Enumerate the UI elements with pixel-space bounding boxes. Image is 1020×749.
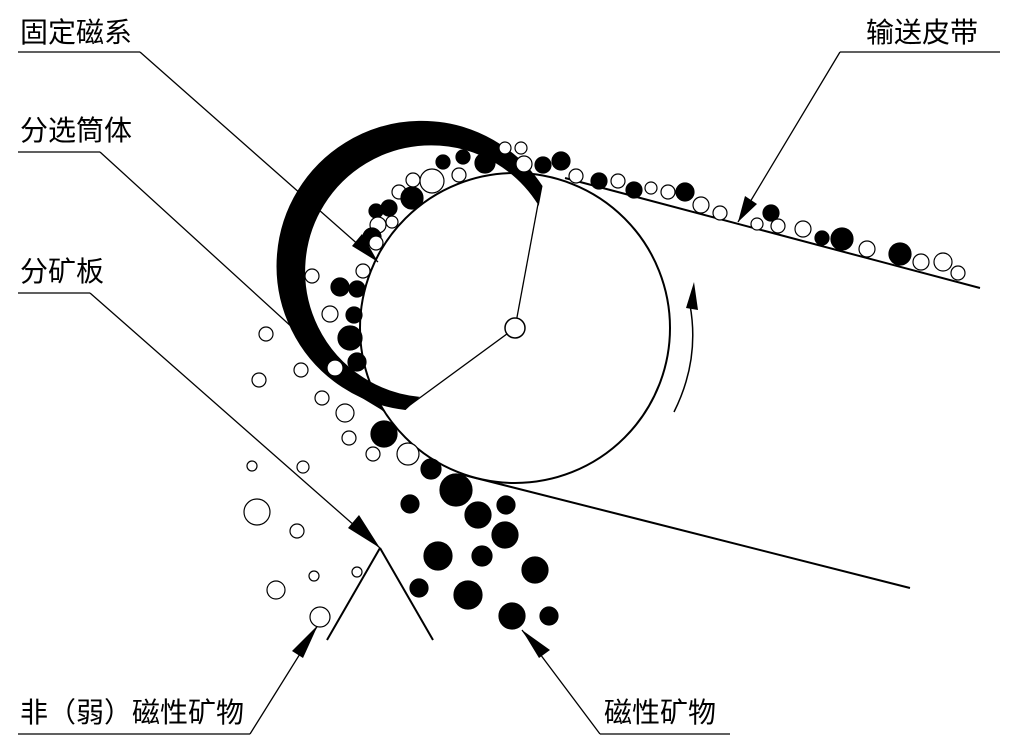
nonmagnetic-particle — [365, 446, 381, 462]
magnetic-particle — [464, 501, 492, 529]
nonmagnetic-particle — [770, 218, 786, 234]
nonmagnetic-particle — [266, 580, 286, 600]
nonmagnetic-particle — [368, 235, 384, 251]
magnetic-particle — [830, 227, 854, 251]
nonmagnetic-particle — [514, 141, 528, 155]
rotation-arrow-icon — [673, 282, 698, 413]
nonmagnetic-particle — [293, 362, 309, 378]
nonmagnetic-particle — [308, 570, 320, 582]
magnetic-particle — [409, 578, 429, 598]
nonmagnetic-particle — [309, 606, 331, 628]
nonmagnetic-particle — [912, 253, 930, 271]
nonmagnetic-particle — [660, 184, 676, 200]
magnetic-particle — [498, 602, 526, 630]
label-magnetic-minerals: 磁性矿物 — [604, 696, 716, 729]
magnetic-particle — [474, 152, 496, 174]
magnetic-particle — [888, 242, 912, 266]
nonmagnetic-particle — [385, 215, 399, 229]
nonmagnetic-particle — [251, 372, 267, 388]
nonmagnetic-particle — [351, 566, 363, 578]
magnetic-particle — [370, 420, 398, 448]
magnetic-particle — [345, 306, 363, 324]
magnetic-particle — [368, 203, 384, 219]
magnetic-particle — [420, 458, 442, 480]
magnetic-particle — [400, 494, 420, 514]
magnetic-particle — [762, 204, 780, 222]
mineral-particles — [243, 141, 966, 630]
nonmagnetic-particle — [243, 498, 271, 526]
nonmagnetic-particle — [405, 172, 421, 188]
magnetic-particle — [347, 352, 367, 372]
nonmagnetic-particle — [498, 141, 512, 155]
leader-splitter-plate — [18, 292, 381, 549]
nonmagnetic-particle — [258, 326, 274, 342]
magnetic-particle — [521, 556, 549, 584]
nonmagnetic-particle — [296, 460, 310, 474]
drum-axle — [504, 317, 526, 339]
nonmagnetic-particle — [858, 240, 876, 258]
nonmagnetic-particle — [610, 173, 626, 189]
leader-fixed-magnet — [18, 51, 379, 263]
magnetic-particle — [330, 277, 350, 297]
nonmagnetic-particle — [314, 390, 330, 406]
leader-magnetic-minerals — [521, 629, 730, 735]
label-separation-drum: 分选筒体 — [20, 114, 132, 147]
nonmagnetic-particle — [335, 403, 355, 423]
nonmagnetic-particle — [355, 263, 371, 279]
nonmagnetic-particle — [692, 196, 710, 214]
nonmagnetic-particle — [515, 155, 533, 173]
magnetic-particle — [400, 186, 424, 210]
nonmagnetic-particle — [321, 305, 339, 323]
nonmagnetic-particle — [794, 220, 812, 238]
nonmagnetic-particle — [568, 168, 584, 184]
magnetic-particle — [534, 156, 552, 174]
magnetic-particle — [590, 172, 608, 190]
leader-conveyor-belt — [737, 51, 1000, 223]
magnetic-particle — [435, 154, 451, 170]
nonmagnetic-particle — [933, 252, 953, 272]
magnetic-particle — [380, 199, 398, 217]
magnetic-particle — [491, 521, 519, 549]
magnetic-particle — [675, 182, 695, 202]
nonmagnetic-particle — [396, 442, 420, 466]
nonmagnetic-particle — [419, 168, 445, 194]
leader-nonmagnetic-minerals — [18, 624, 319, 735]
magnetic-particle — [625, 181, 643, 199]
splitter-plate — [326, 547, 434, 641]
nonmagnetic-particle — [341, 430, 357, 446]
magnetic-particle — [453, 580, 483, 610]
magnetic-particle — [348, 280, 366, 298]
label-splitter-plate: 分矿板 — [20, 255, 104, 288]
magnetic-particle — [814, 230, 830, 246]
nonmagnetic-particle — [451, 167, 467, 183]
magnetic-particle — [551, 151, 571, 171]
magnetic-particle — [337, 325, 363, 351]
nonmagnetic-particle — [750, 217, 764, 231]
nonmagnetic-particle — [712, 205, 728, 221]
magnetic-particle — [439, 473, 473, 507]
magnetic-particle — [539, 606, 559, 626]
magnetic-particle — [496, 495, 516, 515]
label-fixed-magnet: 固定磁系 — [20, 16, 132, 49]
label-nonmagnetic-minerals: 非（弱）磁性矿物 — [20, 696, 244, 729]
nonmagnetic-particle — [304, 268, 320, 284]
magnet-radii — [409, 187, 542, 406]
nonmagnetic-particle — [326, 359, 344, 377]
nonmagnetic-particle — [289, 523, 305, 539]
nonmagnetic-particle — [246, 460, 258, 472]
magnetic-particle — [471, 545, 493, 567]
magnetic-particle — [423, 541, 453, 571]
nonmagnetic-particle — [950, 265, 966, 281]
nonmagnetic-particle — [644, 181, 658, 195]
label-conveyor-belt: 输送皮带 — [866, 16, 978, 49]
fixed-magnet-arc — [276, 120, 543, 411]
magnetic-particle — [455, 149, 471, 165]
